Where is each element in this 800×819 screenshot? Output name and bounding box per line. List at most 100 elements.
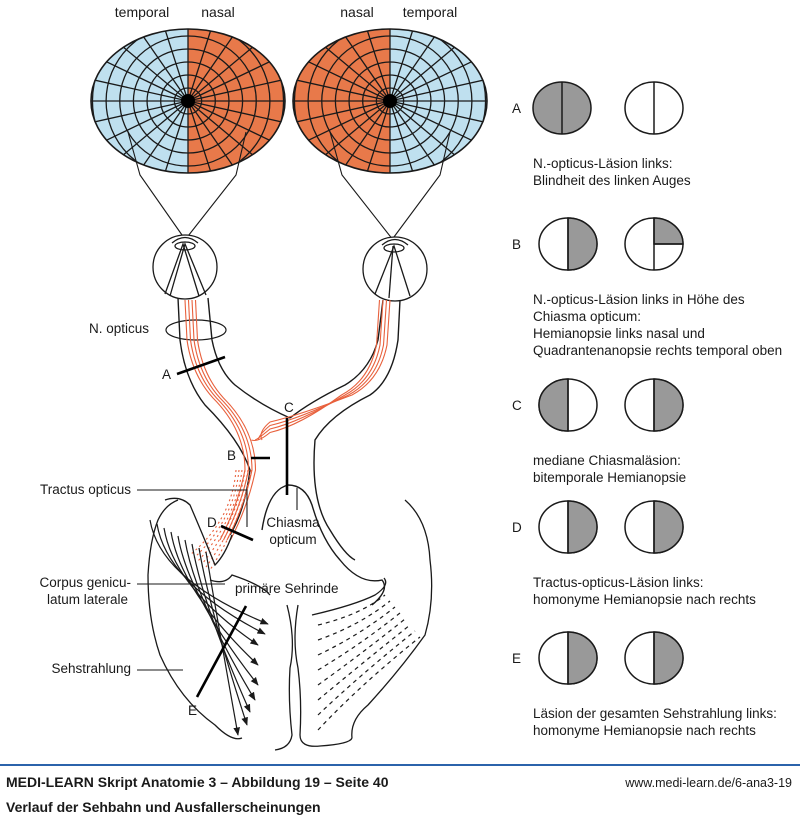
footer-rule (0, 764, 800, 766)
panel-description-line: N.-opticus-Läsion links in Höhe des (533, 292, 745, 307)
label-primaere-sehrinde: primäre Sehrinde (235, 581, 339, 596)
right-field-fixation-point (383, 94, 397, 108)
lesion-bar-e (195, 605, 248, 698)
crossing-fiber (257, 299, 388, 441)
lesion-marker-b: B (227, 448, 236, 463)
right-eye-visual-field: nasal temporal (292, 4, 488, 174)
primary-visual-cortex (274, 499, 433, 751)
sehstrahlung-arrow (177, 535, 259, 686)
lgn-fiber-dotted (189, 469, 237, 556)
n-opticus-marker-ring (165, 319, 227, 341)
sehstrahlung-arrow (205, 551, 240, 736)
label-tractus-opticus: Tractus opticus (40, 482, 131, 497)
panel-letter: A (512, 101, 521, 116)
lesion-marker-e: E (188, 703, 197, 718)
field-deficit-icon (624, 81, 684, 135)
left-eyeball (152, 234, 218, 300)
lesion-panel-a: AN.-opticus-Läsion links:Blindheit des l… (512, 81, 691, 188)
footer-subtitle: Verlauf der Sehbahn und Ausfallerscheinu… (6, 799, 321, 815)
lesion-panels: AN.-opticus-Läsion links:Blindheit des l… (512, 81, 782, 738)
left-eye-visual-field: temporal nasal (90, 4, 286, 174)
left-field-perimeter-grid (91, 29, 285, 173)
lesion-bars (176, 355, 289, 698)
meridian-line (187, 29, 220, 102)
panel-description-line: Quadrantenanopsie rechts temporal oben (533, 343, 782, 358)
panel-description-line: homonyme Hemianopsie nach rechts (533, 592, 756, 607)
label-chiasma-1: Chiasma (266, 515, 320, 530)
label-corpus-2: latum laterale (47, 592, 128, 607)
meridian-line (127, 29, 189, 102)
meridian-line (187, 100, 249, 173)
right-field-label-temporal: temporal (403, 4, 457, 20)
footer-title: MEDI-LEARN Skript Anatomie 3 – Abbildung… (6, 774, 389, 790)
meridian-line (389, 100, 422, 173)
meridian-line (156, 100, 189, 173)
meridian-line (187, 100, 220, 173)
meridian-line (156, 29, 189, 102)
panel-description-line: Tractus-opticus-Läsion links: (533, 575, 704, 590)
lesion-marker-a: A (162, 367, 171, 382)
lesion-marker-d: D (207, 515, 217, 530)
lesion-marker-c: C (284, 400, 294, 415)
label-sehstrahlung: Sehstrahlung (51, 661, 131, 676)
lesion-bar-a (176, 355, 226, 376)
crossing-fiber (251, 299, 381, 442)
cortex-dashed-line (317, 606, 396, 656)
right-field-nasal-half (293, 29, 390, 173)
label-corpus-1: Corpus genicu- (39, 575, 131, 590)
field-deficit-icon (532, 81, 592, 135)
cortex-dashed-line (317, 630, 416, 716)
visual-pathway-figure: temporal nasal nasal temporal (39, 4, 782, 751)
cortex-dashed-line (317, 624, 411, 701)
panel-letter: D (512, 520, 522, 535)
panel-letter: B (512, 237, 521, 252)
meridian-line (358, 100, 391, 173)
label-n-opticus: N. opticus (89, 321, 149, 336)
field-deficit-icon (624, 500, 684, 554)
lgn-fiber-dotted (193, 469, 240, 559)
sehstrahlung-fibers (149, 519, 269, 736)
projection-lines (127, 131, 451, 246)
sehstrahlung-arrow (184, 539, 256, 701)
panel-description-line: Blindheit des linken Auges (533, 173, 691, 188)
sehstrahlung-arrow (170, 531, 259, 666)
cortex-dashed-fibers (317, 594, 421, 731)
lesion-panel-d: D Tractus-opticus-Läsion links: homonyme H… (512, 500, 756, 607)
panel-description-line: mediane Chiasmaläsion: (533, 453, 681, 468)
meridian-line (389, 29, 422, 102)
left-occipital-region (147, 497, 271, 740)
lesion-bar-d (220, 524, 254, 542)
field-deficit-icon (624, 217, 684, 271)
meridian-line (389, 100, 451, 173)
lgn-fiber-dotted (209, 469, 252, 571)
panel-description-line: homonyme Hemianopsie nach rechts (533, 723, 756, 738)
right-field-temporal-half (390, 29, 487, 173)
lgn-fiber-dotted (205, 469, 249, 568)
field-deficit-icon (538, 378, 598, 432)
field-deficit-icon (624, 378, 684, 432)
meridian-line (329, 100, 391, 173)
crossing-fiber (254, 299, 384, 441)
sehstrahlung-arrow (191, 543, 251, 713)
left-field-label-nasal: nasal (201, 4, 234, 20)
left-field-fixation-point (181, 94, 195, 108)
panel-letter: C (512, 398, 522, 413)
label-leader-lines (137, 488, 298, 671)
right-eyeball (362, 236, 428, 302)
panel-letter: E (512, 651, 521, 666)
meridian-line (389, 29, 451, 102)
cortex-dashed-line (317, 594, 386, 626)
cortex-dashed-line (317, 618, 406, 686)
field-deficit-icon (538, 631, 598, 685)
field-deficit-icon (538, 217, 598, 271)
crossing-fiber (260, 299, 391, 441)
panel-description-line: Chiasma opticum: (533, 309, 641, 324)
footer-url[interactable]: www.medi-learn.de/6-ana3-19 (625, 776, 792, 790)
meridian-line (358, 29, 391, 102)
panel-description-line: Hemianopsie links nasal und (533, 326, 705, 341)
left-field-temporal-half (91, 29, 188, 173)
label-chiasma-2: opticum (269, 532, 316, 547)
left-field-nasal-half (188, 29, 285, 173)
field-deficit-icon (538, 500, 598, 554)
